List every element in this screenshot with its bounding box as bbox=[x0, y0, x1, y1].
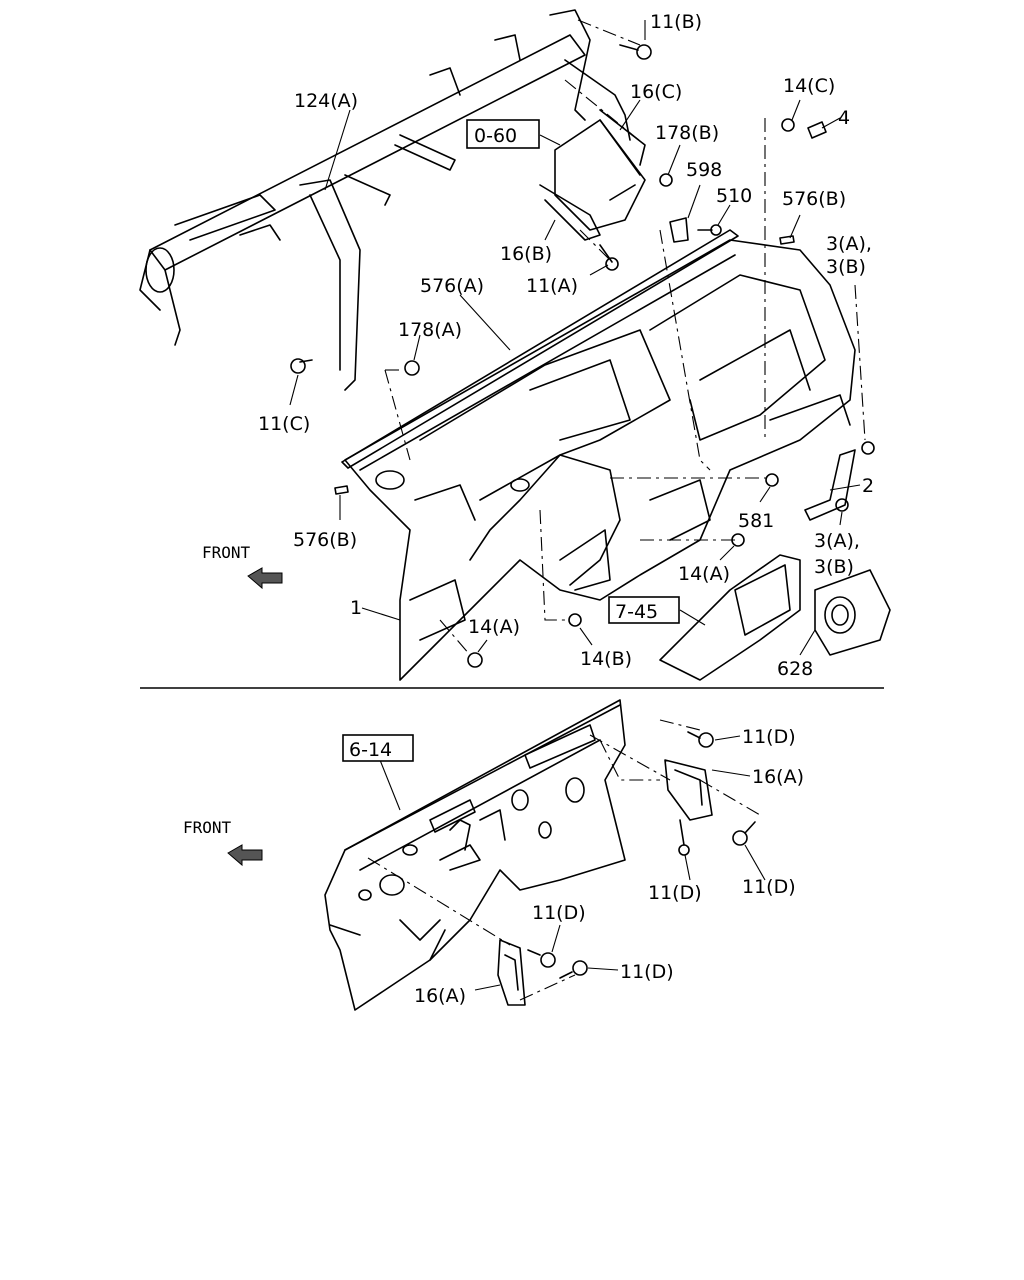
label-14a-mid: 14(A) bbox=[678, 563, 730, 585]
label-178b: 178(B) bbox=[655, 122, 719, 144]
steering-support-beam bbox=[139, 9, 591, 391]
fasteners-lower bbox=[527, 731, 756, 979]
label-598: 598 bbox=[686, 159, 722, 181]
leader-lines-lower bbox=[379, 735, 766, 991]
label-11d-4: 11(D) bbox=[532, 902, 586, 924]
label-16c: 16(C) bbox=[630, 81, 682, 103]
svg-text:FRONT: FRONT bbox=[202, 543, 251, 562]
callout-labels: 11(B) 124(A) 16(C) 14(C) 4 0-60 178(B) 5… bbox=[258, 11, 874, 1007]
glove-box-lid bbox=[659, 554, 801, 681]
label-16a-right: 16(A) bbox=[752, 766, 804, 788]
label-628: 628 bbox=[777, 658, 813, 680]
side-bracket bbox=[804, 449, 856, 521]
label-14a-left: 14(A) bbox=[468, 616, 520, 638]
label-11a: 11(A) bbox=[526, 275, 578, 297]
label-11c: 11(C) bbox=[258, 413, 310, 435]
label-3ab-top-a: 3(A), bbox=[826, 233, 872, 255]
label-16a-left: 16(A) bbox=[414, 985, 466, 1007]
dash-bracket-left bbox=[497, 939, 526, 1006]
dash-bracket-right bbox=[664, 759, 713, 821]
front-arrow-icon bbox=[247, 567, 283, 590]
defroster-strip bbox=[341, 229, 739, 469]
ref-box-0-60 bbox=[466, 119, 540, 149]
label-6-14: 6-14 bbox=[349, 739, 392, 761]
label-576b-left: 576(B) bbox=[293, 529, 357, 551]
label-11d-1: 11(D) bbox=[742, 726, 796, 748]
label-1: 1 bbox=[350, 597, 362, 619]
label-3ab-top-b: 3(B) bbox=[826, 256, 866, 278]
label-11d-2: 11(D) bbox=[648, 882, 702, 904]
label-0-60: 0-60 bbox=[474, 125, 517, 147]
ref-box-6-14 bbox=[342, 734, 414, 762]
front-indicator-top: FRONT bbox=[202, 543, 283, 590]
label-124a: 124(A) bbox=[294, 90, 358, 112]
label-581: 581 bbox=[738, 510, 774, 532]
label-576b-top: 576(B) bbox=[782, 188, 846, 210]
fasteners-upper bbox=[290, 44, 875, 668]
label-4: 4 bbox=[838, 107, 850, 129]
label-576a: 576(A) bbox=[420, 275, 484, 297]
dash-panel bbox=[324, 699, 626, 1011]
label-14c: 14(C) bbox=[783, 75, 835, 97]
label-14b: 14(B) bbox=[580, 648, 632, 670]
front-arrow-icon bbox=[227, 844, 263, 867]
label-16b: 16(B) bbox=[500, 243, 552, 265]
label-11b: 11(B) bbox=[650, 11, 702, 33]
svg-text:FRONT: FRONT bbox=[183, 818, 232, 837]
control-module bbox=[554, 119, 646, 231]
ref-box-7-45 bbox=[608, 596, 680, 624]
label-11d-5: 11(D) bbox=[620, 961, 674, 983]
label-510: 510 bbox=[716, 185, 752, 207]
label-3ab-bot-b: 3(B) bbox=[814, 556, 854, 578]
module-bracket bbox=[539, 59, 646, 241]
label-11d-3: 11(D) bbox=[742, 876, 796, 898]
leader-lines-upper bbox=[289, 20, 861, 656]
label-3ab-bot-a: 3(A), bbox=[814, 530, 860, 552]
label-178a: 178(A) bbox=[398, 319, 462, 341]
vent-bezel bbox=[814, 569, 891, 656]
assembly-lines-upper bbox=[384, 19, 866, 656]
label-7-45: 7-45 bbox=[615, 601, 658, 623]
label-2: 2 bbox=[862, 475, 874, 497]
assembly-lines-lower bbox=[367, 719, 761, 1001]
front-indicator-bottom: FRONT bbox=[183, 818, 263, 867]
instrument-panel bbox=[344, 239, 856, 681]
